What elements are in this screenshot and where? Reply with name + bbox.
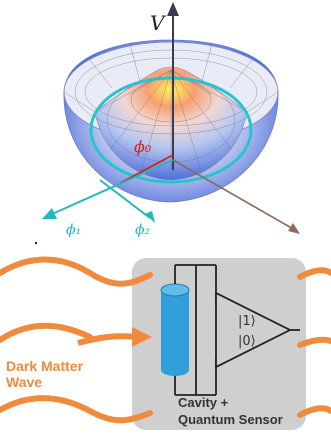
phi2-arrowhead (145, 211, 155, 223)
third-axis-arrowhead (288, 223, 300, 234)
v-axis-arrowhead (167, 2, 179, 16)
cavity-top (160, 283, 190, 297)
third-axis (172, 159, 296, 231)
state-zero-label: |0⟩ (238, 334, 256, 349)
v-axis-label: V (150, 11, 167, 35)
phi0-radius (119, 154, 174, 184)
cavity-cylinder (161, 290, 189, 370)
state-one-label: |1⟩ (238, 314, 256, 329)
phi2-axis (99, 179, 151, 219)
potential-gridlines (63, 43, 279, 180)
phi1-label: ϕ₁ (66, 222, 81, 238)
caption-line1: Cavity + (178, 395, 229, 410)
wave-label-line1: Dark Matter (6, 358, 84, 374)
vacuum-ring (89, 76, 253, 184)
detector-schematic: |1⟩ |0⟩ Dark Matter Wave Cavity + Quantu… (0, 256, 331, 430)
wave-arrowhead (132, 327, 152, 347)
sensor-wiring (174, 264, 217, 396)
caption-line2: Quantum Sensor (178, 412, 283, 427)
quantum-sensor-amplifier (215, 291, 293, 369)
mexican-hat-potential-diagram: V ϕ₀ ϕ₁ ϕ₂ (34, 2, 300, 245)
marker-dot (34, 241, 38, 245)
wave-label-line2: Wave (6, 374, 42, 390)
phi1-arrowhead (42, 208, 57, 219)
dark-matter-waves (0, 256, 331, 424)
phi0-label: ϕ₀ (134, 137, 152, 156)
phi2-label: ϕ₂ (135, 222, 151, 238)
cavity-bottom (161, 364, 189, 376)
